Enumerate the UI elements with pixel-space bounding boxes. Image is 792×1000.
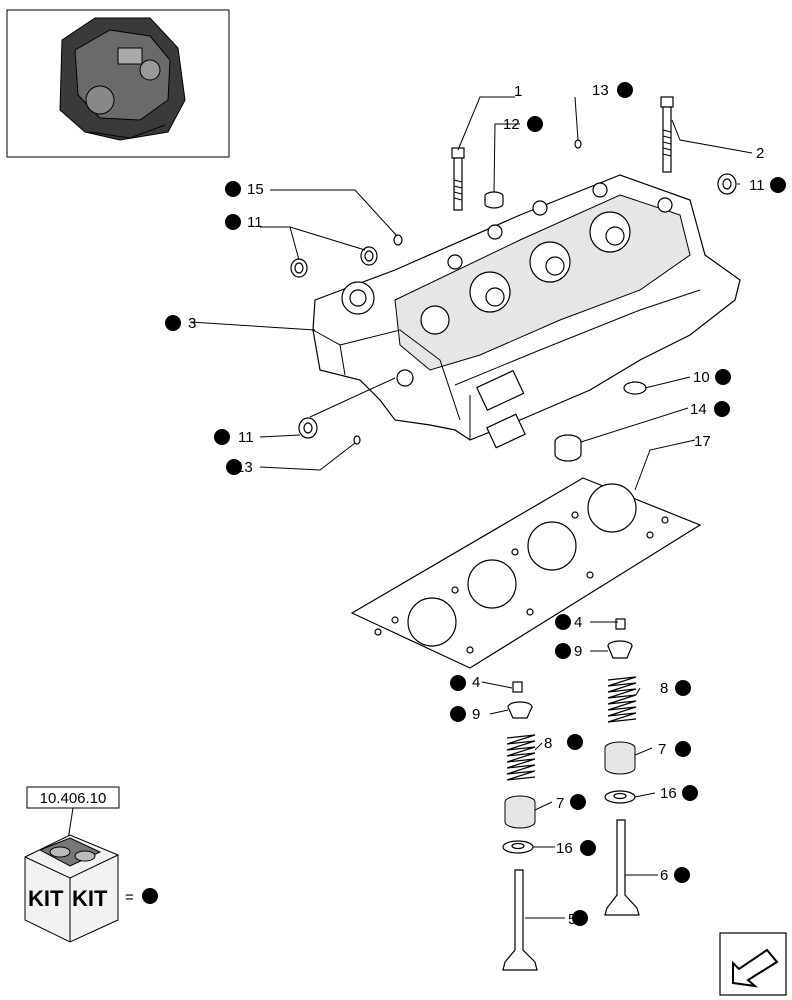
- washer-16-left[interactable]: [502, 840, 534, 854]
- valve-keeper-4-left[interactable]: [512, 681, 523, 693]
- dot-4b: [450, 675, 466, 691]
- spring-retainer-9-right[interactable]: [607, 640, 633, 659]
- leader-lines: [189, 96, 753, 919]
- dowel-13-a[interactable]: [574, 139, 582, 149]
- callout-14: 14: [690, 401, 707, 418]
- engine-thumbnail[interactable]: [6, 9, 230, 158]
- callout-9a: 9: [574, 643, 582, 660]
- dot-9b: [450, 706, 466, 722]
- callout-12: 12: [503, 116, 520, 133]
- callout-10: 10: [693, 369, 710, 386]
- callout-6: 6: [660, 867, 668, 884]
- spring-retainer-9-left[interactable]: [507, 701, 533, 719]
- dot-16a: [580, 840, 596, 856]
- kit-reference-number: 10.406.10: [40, 790, 107, 807]
- dowel-13-b[interactable]: [353, 435, 361, 445]
- head-gasket-17[interactable]: [350, 477, 702, 669]
- dot-16b: [682, 785, 698, 801]
- callout-13a: 13: [592, 82, 609, 99]
- valve-keeper-4-right[interactable]: [615, 618, 626, 630]
- callout-17: 17: [694, 433, 711, 450]
- valve-5[interactable]: [502, 869, 538, 971]
- dot-12: [527, 116, 543, 132]
- callout-7b: 7: [658, 741, 666, 758]
- callout-7a: 7: [556, 795, 564, 812]
- dot-5: [572, 910, 588, 926]
- cylinder-head[interactable]: [312, 174, 741, 449]
- callout-2: 2: [756, 145, 764, 162]
- plug-10[interactable]: [623, 381, 647, 395]
- navigation-arrow-icon[interactable]: [719, 932, 787, 996]
- callout-dots: [165, 82, 786, 926]
- valve-seal-7-right[interactable]: [604, 741, 636, 775]
- dot-8b: [675, 680, 691, 696]
- callout-9b: 9: [472, 706, 480, 723]
- washer-16-right[interactable]: [604, 790, 636, 804]
- callout-11b: 11: [749, 177, 765, 194]
- dot-8a: [567, 734, 583, 750]
- plug-14[interactable]: [554, 434, 582, 462]
- callout-3: 3: [188, 315, 196, 332]
- kit-right-label: KIT: [72, 886, 108, 911]
- bolt-2[interactable]: [660, 96, 674, 173]
- dot-7a: [570, 794, 586, 810]
- dot-3: [165, 315, 181, 331]
- dot-13a: [617, 82, 633, 98]
- dot-4a: [555, 614, 571, 630]
- seal-11-c[interactable]: [717, 173, 737, 195]
- dot-15: [225, 181, 241, 197]
- dot-14: [714, 401, 730, 417]
- valve-spring-8-right[interactable]: [607, 676, 637, 723]
- callout-4a: 4: [574, 614, 582, 631]
- callout-11a: 11: [247, 214, 263, 231]
- plug-12[interactable]: [484, 191, 504, 209]
- callout-4b: 4: [472, 674, 480, 691]
- valve-spring-8-left[interactable]: [506, 734, 536, 781]
- bolt-1[interactable]: [451, 147, 465, 211]
- valve-6[interactable]: [604, 819, 640, 916]
- valve-seal-7-left[interactable]: [504, 795, 536, 829]
- callout-11c: 11: [238, 429, 254, 446]
- dot-10: [715, 369, 731, 385]
- callout-16b: 16: [660, 785, 677, 802]
- dot-11a: [225, 214, 241, 230]
- callout-1: 1: [514, 83, 522, 100]
- callout-8b: 8: [660, 680, 668, 697]
- dot-6: [674, 867, 690, 883]
- callout-8a: 8: [544, 735, 552, 752]
- dot-11c: [214, 429, 230, 445]
- kit-left-label: KIT: [28, 886, 64, 911]
- ring-15[interactable]: [393, 234, 403, 246]
- dot-13b: [226, 459, 242, 475]
- kit-equals: =: [125, 889, 134, 906]
- seal-11-d[interactable]: [298, 417, 318, 439]
- seal-11-a[interactable]: [290, 258, 308, 278]
- callout-15: 15: [247, 181, 264, 198]
- kit-box-icon[interactable]: KIT KIT: [24, 834, 119, 943]
- kit-reference[interactable]: 10.406.10: [26, 786, 120, 841]
- dot-7b: [675, 741, 691, 757]
- dot-11b: [770, 177, 786, 193]
- seal-11-b[interactable]: [360, 246, 378, 266]
- kit-dot: [142, 888, 158, 904]
- callout-16a: 16: [556, 840, 573, 857]
- dot-9a: [555, 643, 571, 659]
